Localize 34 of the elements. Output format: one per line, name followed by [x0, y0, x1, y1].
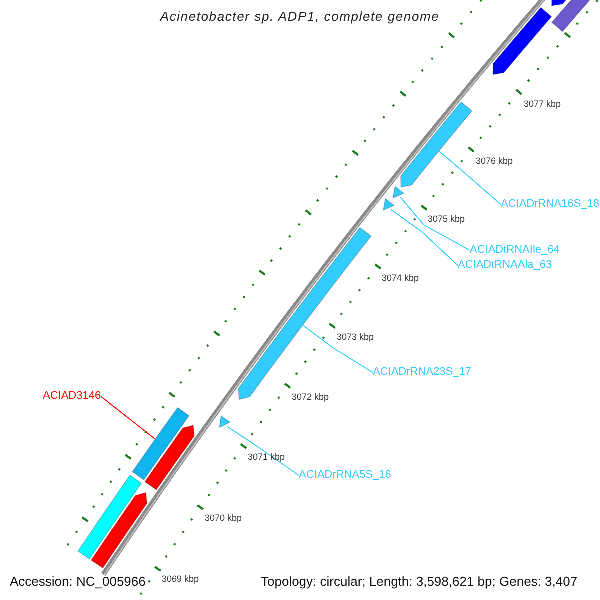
gene-feature [219, 415, 231, 428]
tick-label: 3075 kbp [428, 214, 466, 225]
tick-label: 3074 kbp [382, 273, 420, 284]
tick-label: 3069 kbp [162, 574, 200, 585]
gene-label: ACIADrRNA16S_18 [501, 198, 600, 212]
gene-label: ACIADrRNA5S_16 [299, 469, 392, 482]
gene-label: ACIADrRNA23S_17 [373, 366, 472, 380]
gene-label: ACIADtRNAIle_64 [470, 244, 560, 258]
gene-label: ACIAD3146 [43, 390, 102, 404]
gene-label: ACIADtRNAAla_63 [458, 259, 552, 272]
gene-feature [144, 425, 195, 491]
leader-line [302, 324, 374, 374]
gene-feature [492, 7, 552, 76]
leader-line [390, 209, 458, 266]
tick-label: 3076 kbp [476, 156, 514, 167]
title: Acinetobacter sp. ADP1, complete genome [160, 9, 440, 25]
tick-label: 3073 kbp [337, 332, 374, 343]
gene-feature [382, 198, 395, 212]
gene-feature [78, 474, 142, 560]
leader-line [438, 150, 502, 206]
leader-line [400, 197, 470, 252]
gene-feature [238, 227, 372, 400]
tick-label: 3070 kbp [205, 513, 242, 524]
leader-line [226, 426, 300, 476]
gene-feature [392, 186, 405, 199]
tick-label: 3071 kbp [248, 452, 286, 463]
gene-feature [400, 102, 473, 188]
tick-label: 3072 kbp [292, 392, 330, 403]
gene-feature [90, 492, 148, 569]
leader-line [100, 396, 156, 440]
info-text: Accession: NC_005966 [10, 574, 146, 590]
tick-label: 3077 kbp [524, 99, 562, 110]
gene-feature [132, 407, 190, 481]
info-text: Topology: circular; Length: 3,598,621 bp; Genes: 3,407 [261, 574, 578, 590]
